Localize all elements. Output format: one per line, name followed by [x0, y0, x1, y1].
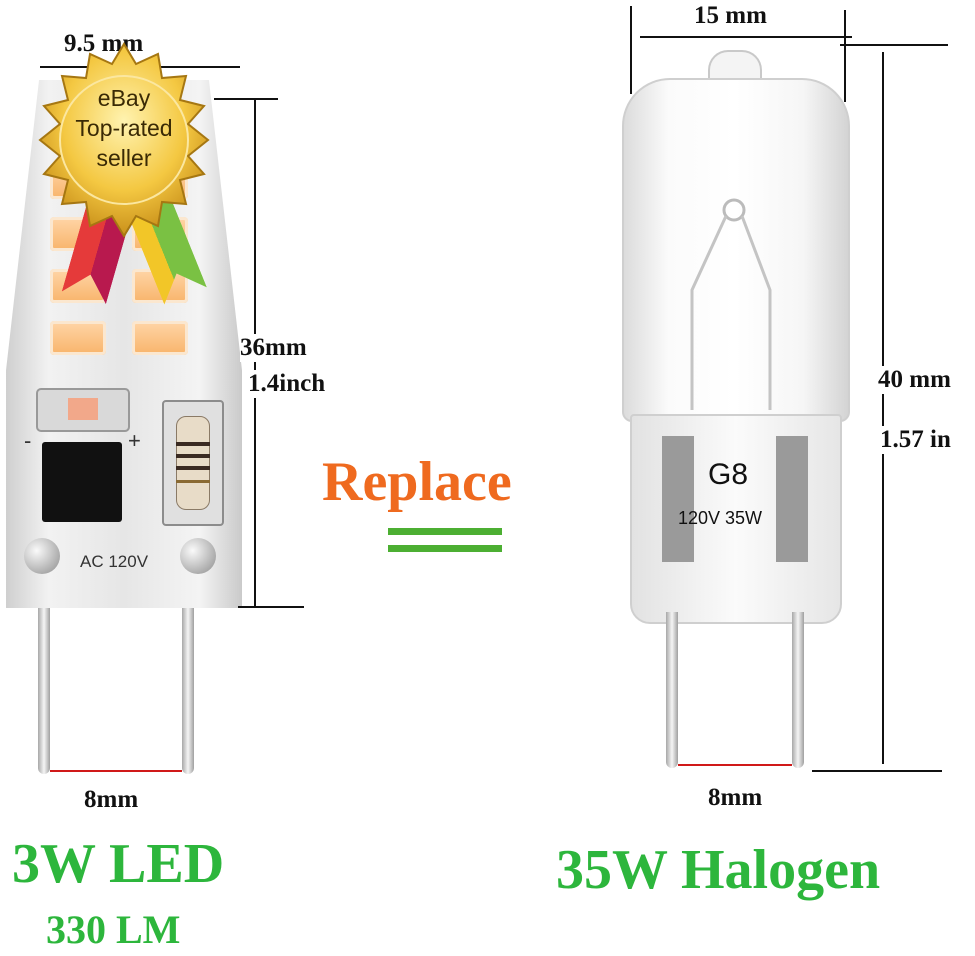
led-height-top-tick [214, 98, 278, 100]
led-height-label-mm: 36mm [240, 334, 307, 362]
equals-bar-bottom [388, 545, 502, 552]
halogen-filament [690, 198, 772, 410]
halogen-height-label-mm: 40 mm [878, 366, 951, 394]
halogen-glass-envelope [622, 78, 850, 422]
halogen-width-label: 15 mm [694, 2, 767, 29]
halogen-height-label-in: 1.57 in [880, 426, 951, 454]
halogen-width-ext [840, 44, 948, 46]
badge-line-3: seller [96, 145, 152, 171]
led-small-component [36, 388, 130, 432]
halogen-pin-spacing-line [678, 764, 792, 766]
halogen-height-line [882, 52, 884, 764]
led-pin-left [38, 608, 50, 774]
halogen-width-line [640, 36, 852, 38]
halogen-width-left-tick [630, 6, 632, 94]
halogen-contact-left [662, 436, 694, 562]
equals-bar-top [388, 528, 502, 535]
halogen-width-right-tick [844, 10, 846, 102]
led-pin-right [182, 608, 194, 774]
ebay-top-rated-badge: eBay Top-rated seller [24, 40, 224, 280]
led-subtitle: 330 LM [46, 907, 181, 952]
halogen-title: 35W Halogen [556, 839, 881, 901]
resistor [162, 400, 224, 526]
badge-seal-icon [38, 42, 210, 238]
led-body-print: AC 120V [80, 552, 149, 571]
screw-left [24, 538, 60, 574]
polarity-minus: - [24, 428, 32, 453]
halogen-pin-left [666, 612, 678, 768]
halogen-base-type: G8 [708, 458, 749, 491]
badge-line-2: Top-rated [75, 115, 173, 141]
led-title: 3W LED [12, 833, 225, 895]
polarity-plus: + [128, 428, 141, 453]
halogen-rating: 120V 35W [678, 508, 763, 528]
halogen-height-bottom-tick [812, 770, 942, 772]
led-pin-spacing-line [50, 770, 182, 772]
rectifier-chip [42, 442, 122, 522]
led-pin-spacing-label: 8mm [84, 786, 139, 813]
led-height-label-in: 1.4inch [248, 370, 326, 398]
halogen-contact-right [776, 436, 808, 562]
replace-label: Replace [322, 451, 512, 513]
led-height-bottom-tick [238, 606, 304, 608]
halogen-bulb: 15 mm G8 120V 35W 8mm 40 mm 1.57 in [590, 0, 975, 820]
badge-line-1: eBay [97, 85, 151, 111]
halogen-pin-spacing-label: 8mm [708, 784, 763, 811]
halogen-pin-right [792, 612, 804, 768]
screw-right [180, 538, 216, 574]
